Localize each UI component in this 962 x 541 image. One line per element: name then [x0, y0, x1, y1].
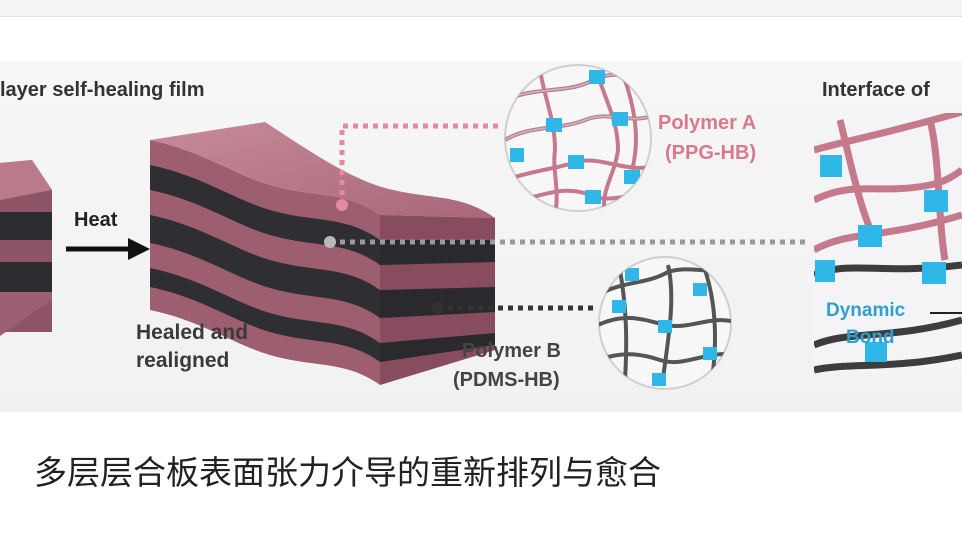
- pointer-polymer-b: [432, 302, 596, 314]
- dynamic-bond-label-line2: Bond: [846, 327, 895, 348]
- interface-panel: [814, 113, 962, 374]
- polymer-a-label: Polymer A: [658, 112, 757, 134]
- heat-label: Heat: [74, 209, 118, 231]
- healed-label-line2: realigned: [136, 349, 230, 372]
- polymer-b-formula: (PDMS-HB): [453, 369, 560, 391]
- healed-label-line1: Healed and: [136, 321, 249, 344]
- figure-title-right: Interface of: [822, 79, 930, 101]
- figure-title-left: layer self-healing film: [0, 79, 205, 101]
- healed-film-block: [150, 122, 495, 385]
- unhealed-film-block: [0, 160, 52, 336]
- polymer-a-formula: (PPG-HB): [665, 142, 757, 164]
- pointer-interface: [324, 236, 808, 248]
- polymer-a-network-circle: [504, 64, 652, 212]
- heat-arrow: [66, 238, 150, 260]
- browser-top-bar: [0, 0, 962, 17]
- polymer-b-network-circle: [598, 256, 732, 390]
- pointer-polymer-a: [336, 123, 502, 211]
- polymer-b-label: Polymer B: [462, 340, 561, 362]
- dynamic-bond-label-line1: Dynamic: [826, 300, 906, 321]
- slide-caption: 多层层合板表面张力介导的重新排列与愈合: [34, 453, 661, 492]
